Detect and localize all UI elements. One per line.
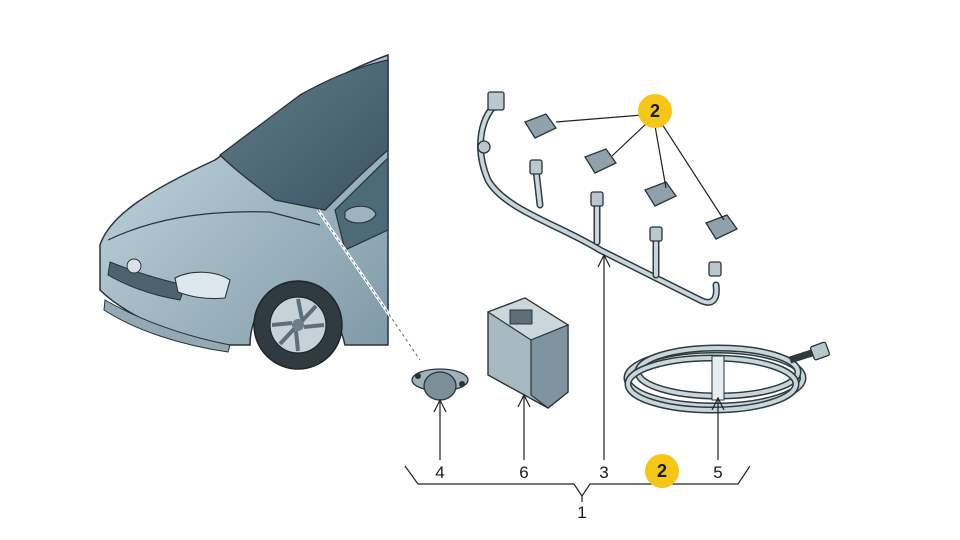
leader-5-arrow <box>711 396 725 411</box>
callout-3: 3 <box>599 463 608 482</box>
callout-1: 1 <box>577 503 586 522</box>
car-headlight <box>174 271 231 300</box>
leader-3-arrow <box>597 253 611 268</box>
callout-5: 5 <box>713 463 722 482</box>
sensor-2 <box>584 148 617 174</box>
callout-4: 4 <box>435 463 444 482</box>
car-windshield <box>219 59 389 211</box>
highlight-circle-bottom <box>645 454 679 488</box>
car-illustration <box>99 53 422 370</box>
callout-2-bottom: 2 <box>657 461 667 481</box>
callout-6: 6 <box>519 463 528 482</box>
harness-connector-4 <box>708 261 722 277</box>
harness-connector-2 <box>590 191 604 207</box>
wiring-harness <box>477 91 722 306</box>
car-side-window <box>334 156 389 251</box>
car-mirror <box>344 205 377 224</box>
car-bumper <box>103 299 231 353</box>
sensor-4 <box>705 214 738 240</box>
harness-grommet <box>477 140 491 154</box>
sensor-1 <box>524 113 557 139</box>
mounting-sensor <box>411 368 469 401</box>
leader-4-arrow <box>433 398 447 413</box>
sensor-3 <box>644 181 677 207</box>
parking-sensors <box>524 113 738 240</box>
car-wheel <box>253 280 343 370</box>
control-unit <box>486 297 570 409</box>
highlight-circle-top <box>638 94 672 128</box>
cable-coil <box>623 341 830 414</box>
harness-connector-1 <box>529 159 543 175</box>
group-bracket <box>404 465 751 498</box>
harness-connector-3 <box>649 226 663 242</box>
leader-6-arrow <box>517 393 531 408</box>
car-hood <box>107 211 321 241</box>
car-badge <box>126 258 142 274</box>
callout-2-top: 2 <box>650 101 660 121</box>
harness-main-connector <box>487 91 505 111</box>
callout-2-top-group: 2 <box>555 94 725 221</box>
